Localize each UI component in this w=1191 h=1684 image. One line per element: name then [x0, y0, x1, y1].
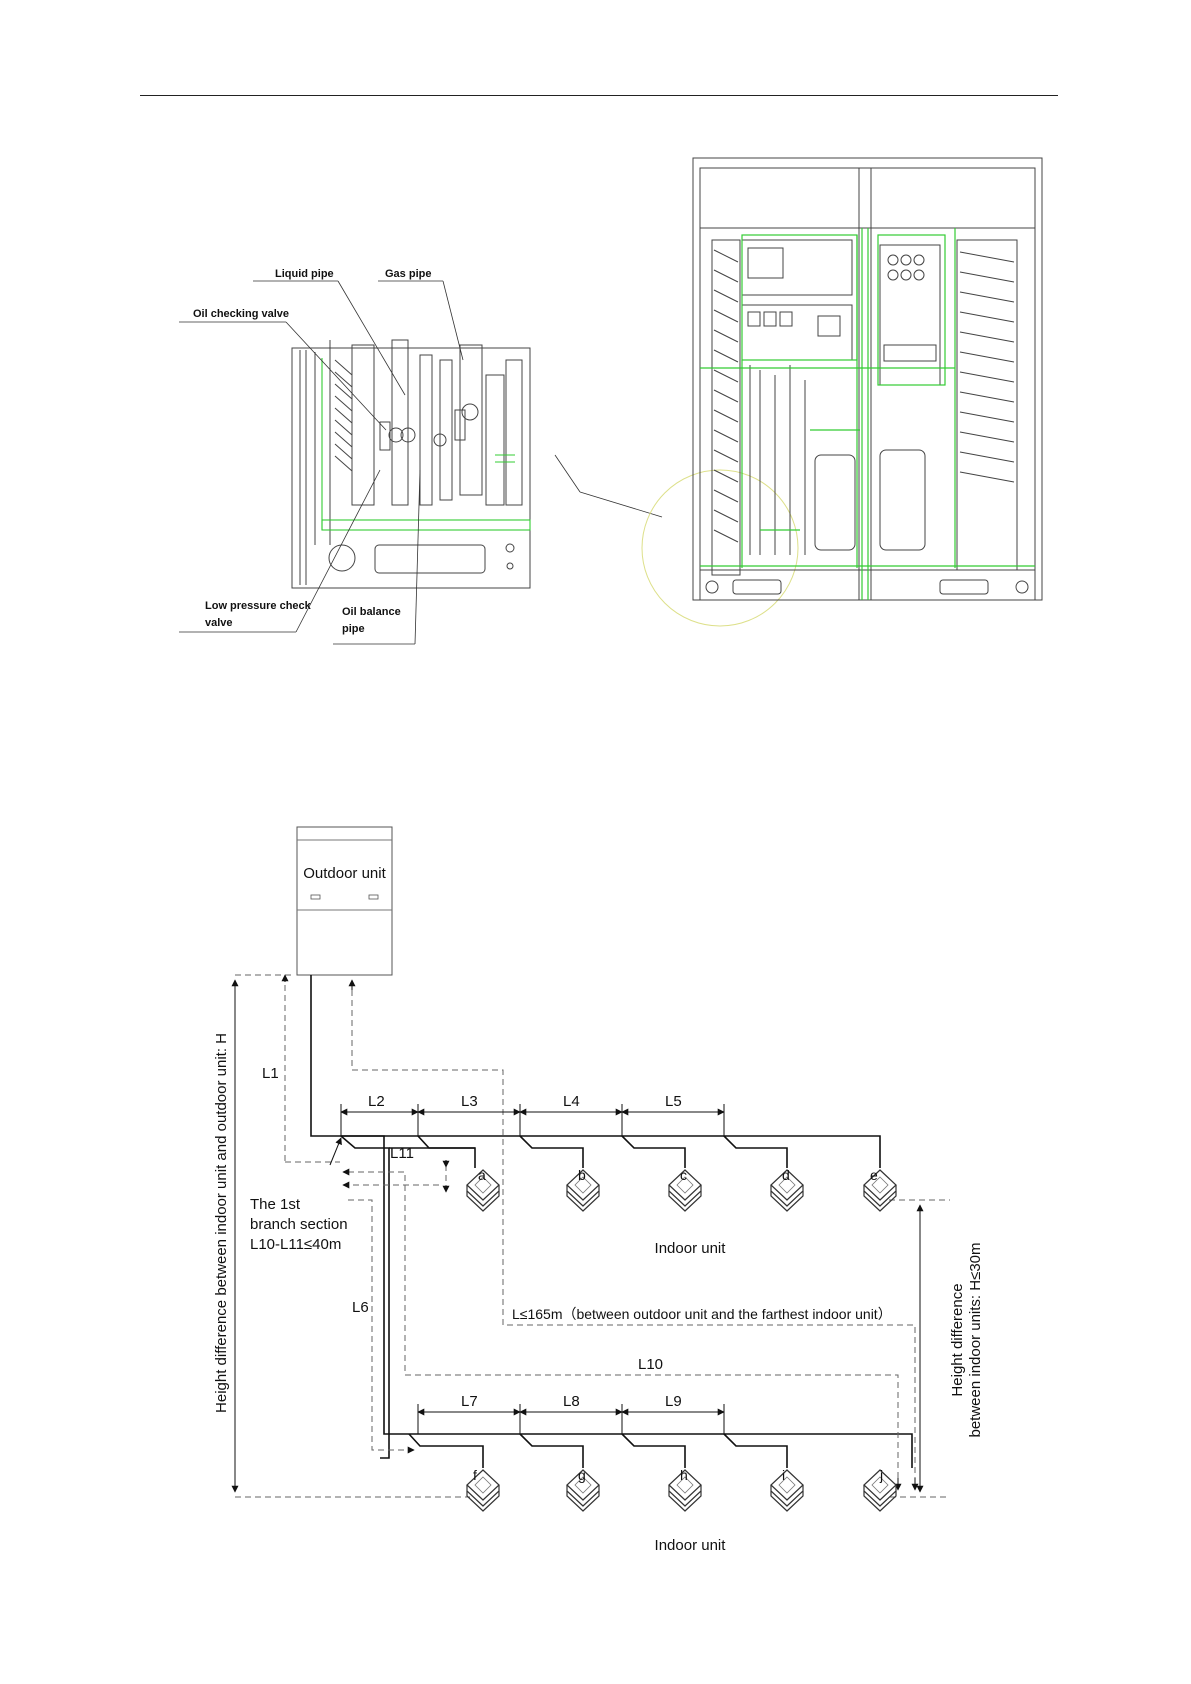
segment-label-l1: L1	[262, 1065, 279, 1082]
indoor-unit-i	[770, 1469, 804, 1512]
unit-label-a: a	[478, 1167, 486, 1183]
unit-label-h: h	[680, 1467, 688, 1483]
gas-pipe-callout: Gas pipe	[385, 268, 431, 280]
pipe-detail-drawing: Liquid pipe Gas pipe Oil checking valve …	[179, 268, 663, 645]
height-outdoor-indoor-label: Height difference between indoor unit an…	[213, 1033, 230, 1413]
unit-label-e: e	[870, 1167, 878, 1183]
unit-label-j: j	[879, 1467, 883, 1483]
outdoor-unit-box: Outdoor unit	[296, 826, 393, 976]
segment-label-l6: L6	[352, 1299, 369, 1316]
outdoor-unit-label: Outdoor unit	[303, 865, 386, 882]
height-indoor-label-line1: Height difference	[949, 1283, 966, 1396]
height-indoor-label-line2: between indoor units: H≤30m	[967, 1242, 984, 1437]
segment-label-l4: L4	[563, 1093, 580, 1110]
segment-label-l2: L2	[368, 1093, 385, 1110]
segment-label-l11: L11	[390, 1145, 414, 1162]
unit-label-c: c	[680, 1167, 687, 1183]
first-branch-label-line2: branch section	[250, 1216, 348, 1233]
indoor-unit-label-bottom: Indoor unit	[655, 1537, 727, 1554]
segment-label-l7: L7	[461, 1393, 478, 1410]
unit-label-d: d	[782, 1167, 790, 1183]
liquid-pipe-callout: Liquid pipe	[275, 268, 334, 280]
piping-schematic: Outdoor unit	[213, 826, 984, 1554]
max-length-label: L≤165m（between outdoor unit and the fart…	[512, 1306, 892, 1322]
outdoor-unit-interior-drawing	[641, 157, 1043, 627]
oil-balance-callout-line2: pipe	[342, 623, 365, 635]
low-pressure-callout-line1: Low pressure check	[205, 600, 312, 612]
indoor-unit-label-top: Indoor unit	[655, 1240, 727, 1257]
oil-checking-valve-callout: Oil checking valve	[193, 308, 289, 320]
low-pressure-callout-line2: valve	[205, 617, 233, 629]
segment-label-l9: L9	[665, 1393, 682, 1410]
first-branch-label-line3: L10-L11≤40m	[250, 1236, 341, 1253]
unit-label-i: i	[782, 1467, 785, 1483]
segment-label-l10: L10	[638, 1356, 663, 1373]
segment-label-l3: L3	[461, 1093, 478, 1110]
segment-label-l8: L8	[563, 1393, 580, 1410]
oil-balance-callout-line1: Oil balance	[342, 606, 401, 618]
indoor-unit-f	[466, 1469, 500, 1512]
unit-label-b: b	[578, 1167, 586, 1183]
first-branch-label-line1: The 1st	[250, 1196, 301, 1213]
unit-label-g: g	[578, 1467, 586, 1483]
indoor-unit-e	[863, 1169, 897, 1212]
unit-label-f: f	[473, 1467, 477, 1483]
header-rule	[140, 95, 1058, 96]
segment-label-l5: L5	[665, 1093, 682, 1110]
